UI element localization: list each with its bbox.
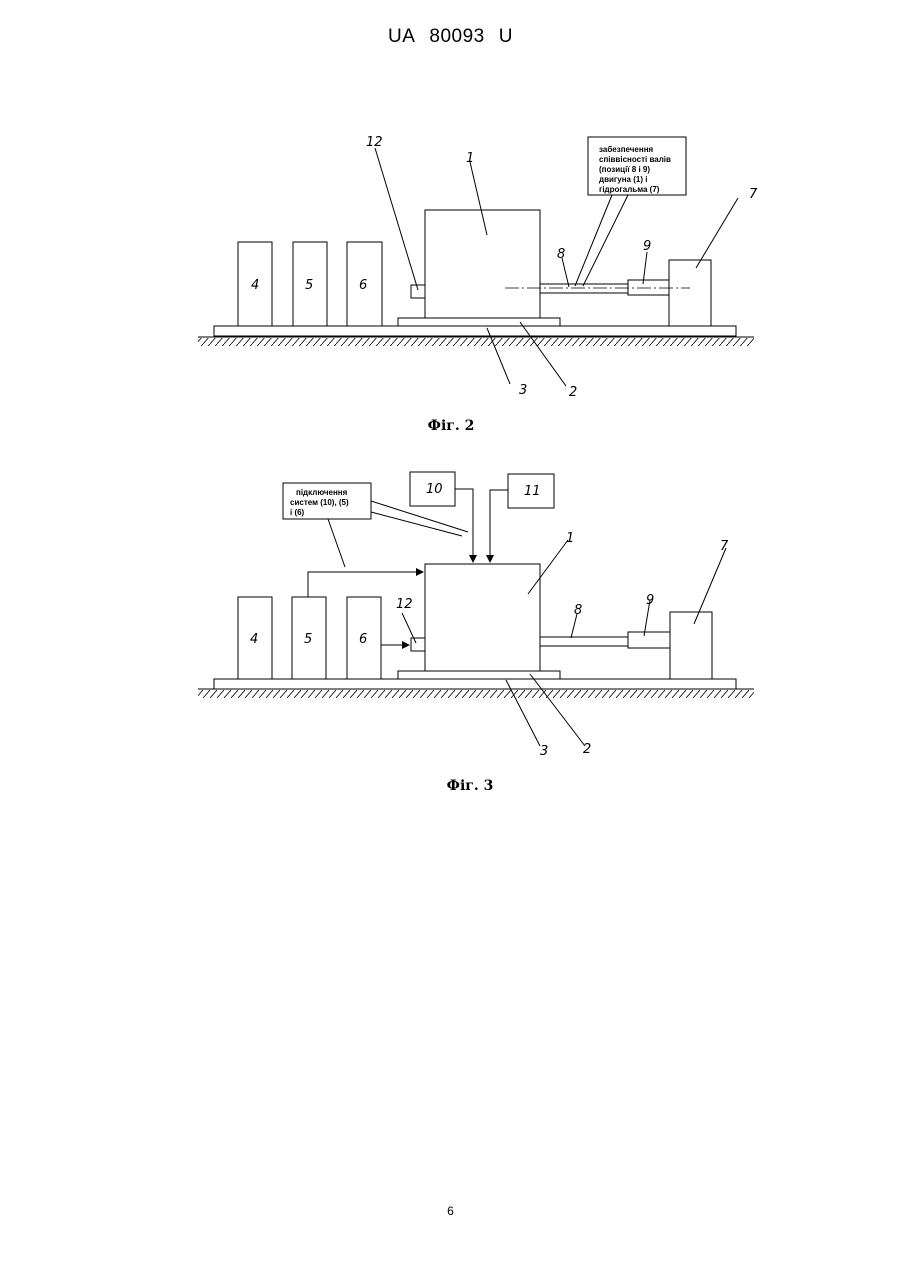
fig3-label-1: 1 — [566, 531, 574, 546]
fig2-label-6: 6 — [359, 278, 367, 293]
fig3-shaft-8 — [540, 637, 628, 646]
fig3-note-line-2: систем (10), (5) — [290, 498, 349, 507]
fig2-label-2: 2 — [569, 385, 577, 400]
fig3-note-line-1: підключення — [296, 488, 348, 497]
fig2-engine — [425, 210, 540, 318]
fig3-brake-7 — [670, 612, 712, 679]
fig2-label-12: 12 — [366, 135, 383, 150]
fig3-note-line-3: і (6) — [290, 508, 305, 517]
fig3-label-9: 9 — [646, 593, 654, 608]
fig2-ground-hatch — [198, 338, 754, 346]
fig2-shaft-8 — [540, 284, 628, 293]
fig3-label-12: 12 — [396, 597, 413, 612]
figure-2-drawing: 12 1 7 8 9 4 5 6 3 2 забезпечення співві… — [0, 0, 901, 450]
fig3-label-4: 4 — [250, 632, 258, 647]
fig3-engine — [425, 564, 540, 671]
fig3-floor-slab — [214, 679, 736, 689]
fig2-note-line-4: двигуна (1) і — [599, 175, 647, 184]
fig2-label-7: 7 — [749, 187, 758, 202]
fig3-ground-hatch — [198, 690, 754, 698]
fig2-label-1: 1 — [466, 151, 474, 166]
fig2-label-4: 4 — [251, 278, 259, 293]
fig3-label-10: 10 — [426, 482, 443, 497]
fig2-floor-slab — [214, 326, 736, 336]
fig2-note-line-3: (позиції 8 і 9) — [599, 165, 650, 174]
fig2-note-line-1: забезпечення — [599, 145, 654, 154]
fig2-label-9: 9 — [643, 239, 651, 254]
fig3-label-7: 7 — [720, 539, 729, 554]
figure-3-drawing: 10 11 1 7 8 9 12 4 5 6 3 2 підключення с… — [0, 450, 901, 810]
fig3-label-2: 2 — [583, 742, 591, 757]
page-number: 6 — [0, 1204, 901, 1218]
fig2-brake-7 — [669, 260, 711, 326]
fig2-note-line-5: гідрогальма (7) — [599, 185, 660, 194]
fig2-base-plate — [398, 318, 560, 326]
fig2-label-5: 5 — [305, 278, 313, 293]
fig2-sensor-12 — [411, 285, 425, 298]
fig2-caption: Фіг. 2 — [428, 418, 475, 434]
fig3-caption: Фіг. 3 — [447, 778, 494, 794]
fig3-coupling-9 — [628, 632, 670, 648]
fig2-note-line-2: співвісності валів — [599, 155, 671, 164]
fig3-label-3: 3 — [540, 744, 548, 759]
fig3-label-11: 11 — [524, 484, 541, 499]
fig3-sensor-12 — [411, 638, 425, 651]
fig3-label-6: 6 — [359, 632, 367, 647]
fig2-coupling-9 — [628, 280, 669, 295]
fig3-label-8: 8 — [574, 603, 582, 618]
fig2-label-8: 8 — [557, 247, 565, 262]
fig3-base-plate — [398, 671, 560, 679]
fig2-label-3: 3 — [519, 383, 527, 398]
fig3-label-5: 5 — [304, 632, 312, 647]
